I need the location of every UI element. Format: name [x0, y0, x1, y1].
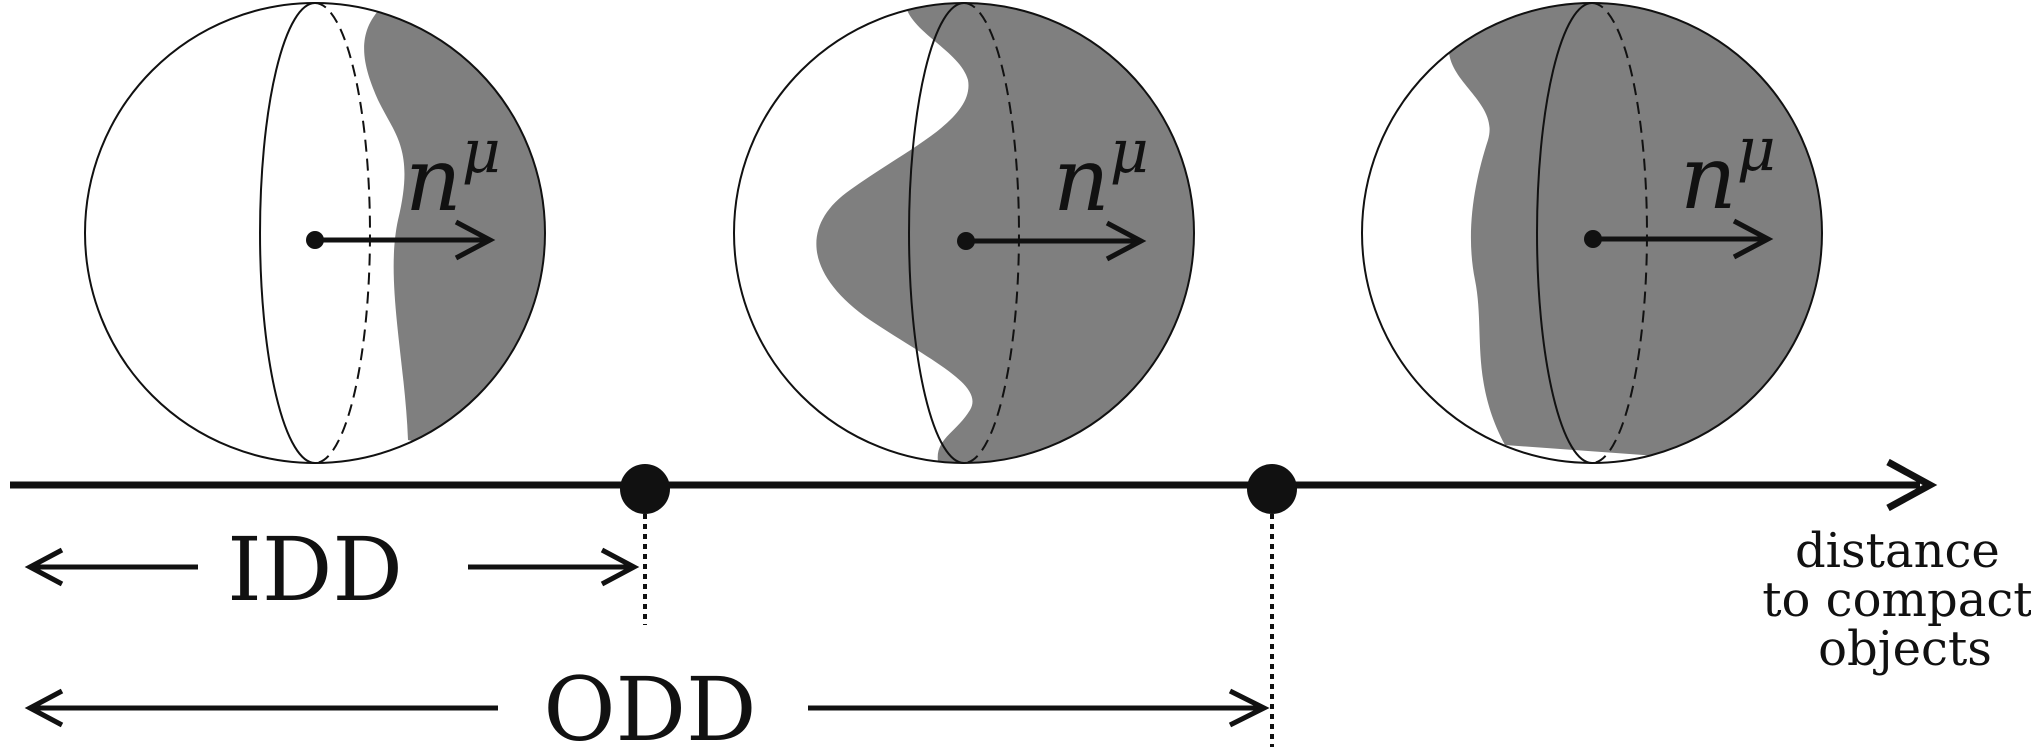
- idd-label: IDD: [227, 518, 403, 621]
- odd-right-arrow-head: [1228, 688, 1270, 728]
- sphere-2: nμ: [733, 2, 1195, 464]
- shaded-region-1: [364, 3, 545, 463]
- normal-arrow-head-1: [454, 219, 496, 261]
- odd-range: ODD: [24, 658, 1270, 747]
- normal-label-2: nμ: [1053, 117, 1149, 231]
- normal-arrow-head-3: [1732, 218, 1774, 260]
- idd-right-arrow-head: [600, 547, 640, 587]
- normal-label-1: nμ: [405, 117, 501, 231]
- sphere-3: nμ: [1361, 2, 1823, 464]
- equator-front-2: [908, 2, 965, 464]
- equator-back-3: [1591, 2, 1648, 464]
- odd-label: ODD: [543, 658, 756, 747]
- equator-back-1: [314, 2, 371, 464]
- odd-left-arrow-head: [24, 688, 64, 728]
- outer-boundary-dot: [1247, 464, 1297, 514]
- equator-back-2: [963, 2, 1020, 464]
- normal-label-3: nμ: [1680, 115, 1776, 229]
- shaded-region-3: [1448, 3, 1822, 463]
- idd-left-arrow-head: [24, 547, 64, 587]
- normal-arrow-head-2: [1105, 220, 1147, 262]
- inner-boundary-dot: [620, 464, 670, 514]
- equator-front-3: [1536, 2, 1593, 464]
- sphere-1: nμ: [84, 2, 546, 464]
- equator-front-1: [259, 2, 316, 464]
- idd-range: IDD: [24, 518, 640, 621]
- distance-axis: [10, 458, 1938, 747]
- axis-arrow-head: [1886, 458, 1938, 512]
- axis-label: distance to compact objects: [1762, 523, 2031, 677]
